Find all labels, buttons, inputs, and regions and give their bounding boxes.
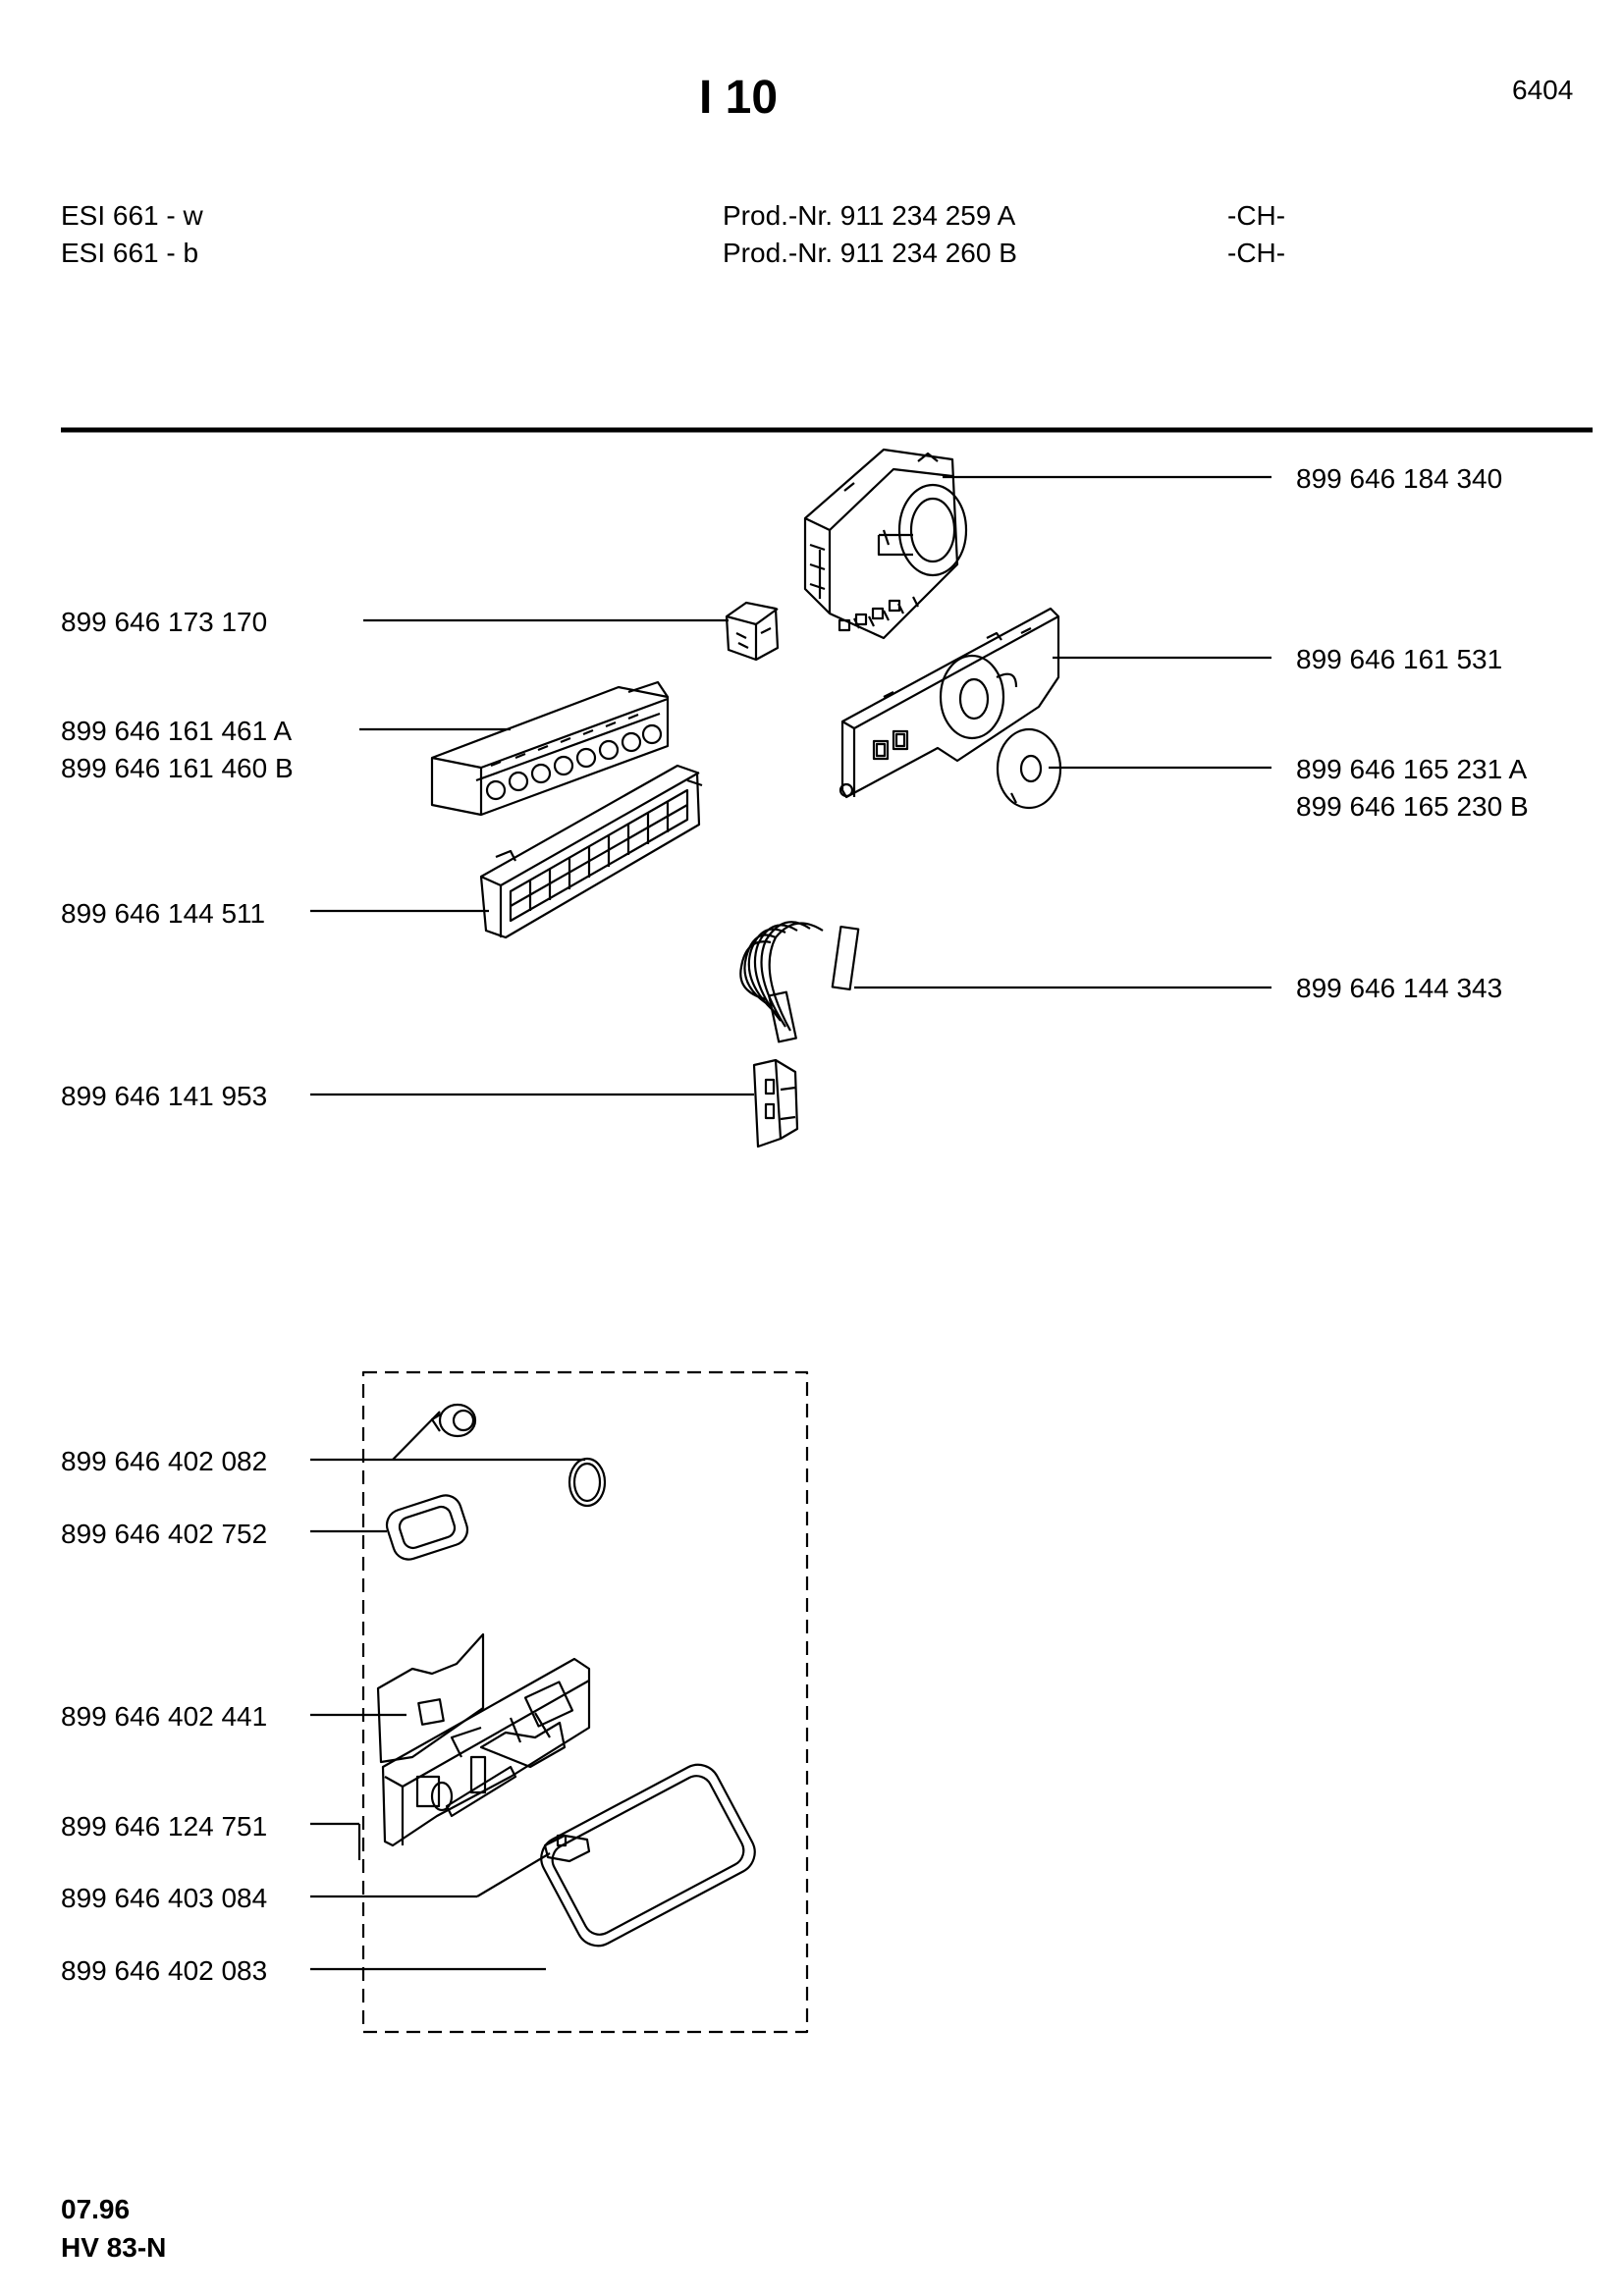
- footer-date: 07.96: [61, 2194, 131, 2224]
- page-code: 6404: [1512, 75, 1574, 105]
- display-panel-drawing: [479, 764, 703, 939]
- part-label: 899 646 161 461 A: [61, 716, 293, 746]
- part-label: 899 646 161 531: [1296, 644, 1503, 674]
- model-prod-1: Prod.-Nr. 911 234 259 A: [723, 200, 1016, 231]
- wiring-harness-drawing: [739, 921, 860, 1043]
- part-label: 899 646 403 084: [61, 1883, 268, 1913]
- o-ring-drawing: [568, 1457, 607, 1508]
- part-label: 899 646 173 170: [61, 607, 268, 637]
- timer-unit-drawing: [803, 448, 968, 640]
- knob-disc-drawing: [996, 727, 1062, 810]
- door-switch-drawing: [752, 1058, 799, 1148]
- part-label: 899 646 165 231 A: [1296, 754, 1528, 784]
- part-label: 899 646 184 340: [1296, 463, 1503, 494]
- gasket-drawing: [540, 1763, 756, 1948]
- model-prod-2: Prod.-Nr. 911 234 260 B: [723, 238, 1017, 268]
- part-label: 899 646 402 083: [61, 1955, 268, 1986]
- assembly-box: [361, 1370, 809, 2034]
- part-label: 899 646 144 511: [61, 898, 266, 929]
- part-label: 899 646 141 953: [61, 1081, 268, 1111]
- part-label: 899 646 402 752: [61, 1519, 268, 1549]
- footer-ref: HV 83-N: [61, 2232, 167, 2263]
- small-knob-drawing: [430, 1403, 477, 1438]
- page-title: I 10: [699, 72, 779, 124]
- part-label: 899 646 402 082: [61, 1446, 268, 1476]
- button-strip-drawing: [430, 680, 670, 817]
- model-name-2: ESI 661 - b: [61, 238, 199, 268]
- control-board-drawing: [839, 607, 1060, 799]
- model-country-1: -CH-: [1227, 200, 1286, 231]
- part-label: 899 646 161 460 B: [61, 753, 294, 783]
- dispenser-drawing: [376, 1632, 591, 1847]
- part-label: 899 646 144 343: [1296, 973, 1503, 1003]
- part-label: 899 646 402 441: [61, 1701, 268, 1732]
- model-country-2: -CH-: [1227, 238, 1286, 268]
- part-label: 899 646 124 751: [61, 1811, 268, 1842]
- relay-drawing: [725, 601, 780, 662]
- part-label: 899 646 165 230 B: [1296, 791, 1529, 822]
- seal-drawing: [385, 1494, 469, 1561]
- model-name-1: ESI 661 - w: [61, 200, 203, 231]
